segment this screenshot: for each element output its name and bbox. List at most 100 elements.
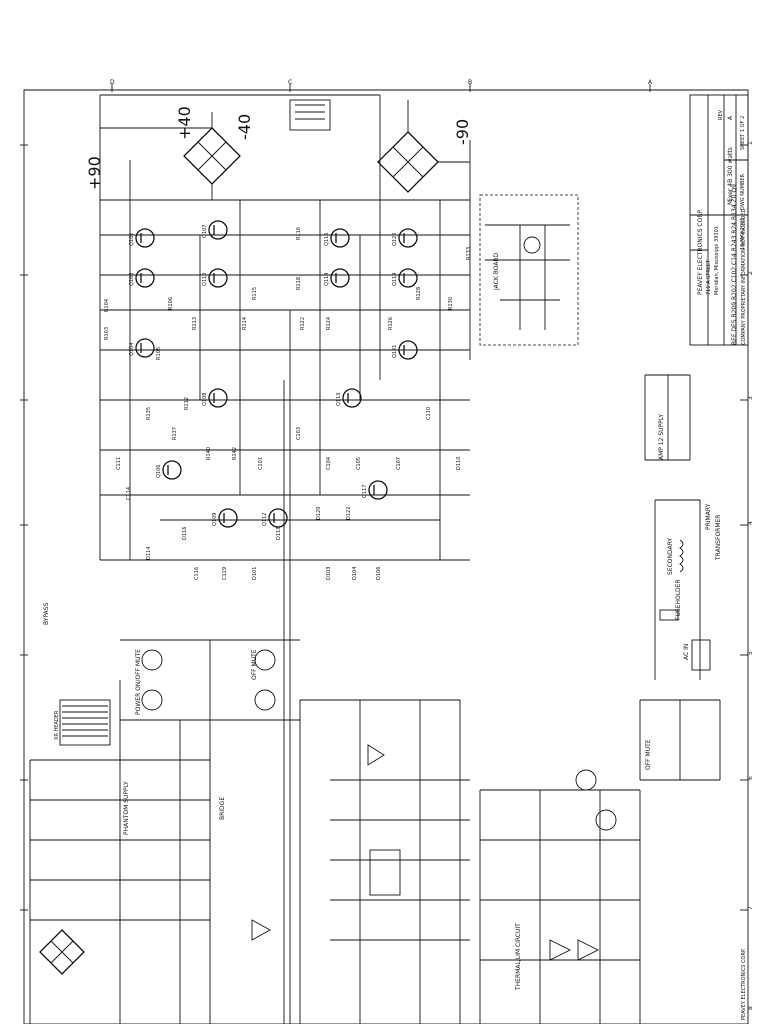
component-label-r118: R118 [296,277,302,290]
grid-label-right: 8 [747,1006,754,1010]
transistor-label: Q113 [336,393,342,406]
transistor-q117: Q117 [362,480,388,500]
component-label-c119: C119 [222,567,228,580]
component-label-c116: C116 [194,567,200,580]
component-label-r105: R105 [156,347,162,360]
grid-ticks-top [111,84,651,92]
transistor-q114: Q114 [324,268,350,288]
transistor-q104: Q104 [129,338,155,358]
grid-label-right: 5 [747,651,754,655]
supply-rails [99,94,471,561]
transistor-label: Q114 [324,273,330,286]
component-label-r142: R142 [232,447,238,460]
lower-center-circuit [251,699,470,1024]
component-label-d106: D106 [376,567,382,580]
component-label-d114: D114 [146,547,152,560]
rail-pos-40: +40 [175,106,194,140]
label-transformer: TRANSFORMER [715,515,722,561]
transistor-q119: Q119 [392,268,418,288]
connector-j1 [289,99,331,131]
component-label-c105: C105 [356,457,362,470]
grid-label-right: 1 [747,141,754,145]
component-label-r103: R103 [104,327,110,340]
transistor-label: Q121 [392,345,398,358]
label-off-mute-right: OFF MUTE [645,739,652,770]
component-label-r133: R133 [466,247,472,260]
drawing-title: Mixer 4B 300 watts [727,147,734,205]
component-label-r130: R130 [448,297,454,310]
label-xlr-header: XR HEADER [54,710,60,740]
bridge-rectifier-left [100,112,241,200]
xlr-header [59,699,111,746]
transistor-q120: Q120 [392,228,418,248]
component-label-d101: D101 [252,567,258,580]
sheet-number: SHEET 1 OF 2 [740,116,746,150]
component-label-r128: R128 [416,287,422,300]
company-name: PEAVEY ELECTRONICS CORP. [697,209,704,295]
transistor-q108: Q108 [202,388,228,408]
label-thermal: THERMAL/LIM CIRCUIT [515,923,522,991]
title-block [689,94,749,346]
lower-right-circuit [479,769,641,1024]
component-label-c104: C104 [326,457,332,470]
transistor-label: Q112 [262,513,268,526]
grid-label-right: 3 [747,396,754,400]
component-label-d110: D110 [456,457,462,470]
component-label-r124: R124 [326,317,332,330]
label-bridge: BRIDGE [219,797,226,820]
transistor-q113: Q113 [336,388,362,408]
component-label-c107: C107 [396,457,402,470]
transistor-label: Q105 [129,273,135,286]
label-off-mute: OFF MUTE [251,649,258,680]
component-label-r113: R113 [192,317,198,330]
transistor-q109: Q109 [212,508,238,528]
labels: +40 -40 +90 -90 PEAVEY ELECTRONICS CORP.… [43,106,747,1020]
component-label-c110: C110 [426,407,432,420]
transistor-label: Q108 [202,393,208,406]
label-secondary: SECONDARY [667,538,674,575]
label-jack-board: JACK BOARD [493,252,500,291]
footer-company: PEAVEY ELECTRONICS CORP. [741,948,747,1020]
transistor-label: Q102 [129,233,135,246]
transistor-label: Q110 [202,273,208,286]
transistor-label: Q117 [362,485,368,498]
rail-neg-90: -90 [453,119,472,145]
amp-supply-circuit [644,374,691,461]
grid-label-top: C [288,79,292,86]
drawing-date: 10-MAY-2001 [740,217,746,250]
component-label-c101: C101 [258,457,264,470]
rev-label: REV [718,109,724,120]
transistor-q116: Q116 [324,228,350,248]
transistor-q121: Q121 [392,340,418,360]
label-phantom-supply: PHANTOM SUPPLY [123,781,130,835]
grid-label-top: A [648,79,653,86]
off-mute-circuit [639,699,721,781]
mute-circuit [120,639,300,721]
company-address-2: Meridian, Mississippi 39301 [714,226,720,295]
jack-board [479,194,579,346]
rev-value: A [727,115,734,120]
transistor-label: Q106 [156,465,162,478]
component-label-r135: R135 [146,407,152,420]
grid-label-top: D [110,79,115,86]
component-label-d118: D118 [276,527,282,540]
transistor-label: Q109 [212,513,218,526]
label-amp-supply: AMP 12 SUPPLY [658,414,665,460]
transistor-label: Q104 [129,343,135,356]
component-label-r126: R126 [388,317,394,330]
grid-label-right: 7 [747,906,754,910]
transistor-label: Q120 [392,233,398,246]
label-fuseholder: FUSEHOLDER [675,579,682,620]
bridge-rectifier-bottom [39,929,85,975]
output-buses [100,200,470,1024]
grid-ticks-right [740,144,748,911]
transistor-q105: Q105 [129,268,155,288]
label-bypass: BYPASS [43,602,50,625]
transistor-q112: Q112 [262,508,288,528]
component-label-c103: C103 [296,427,302,440]
component-label-c111: C111 [116,457,122,470]
component-label-d120: D120 [316,507,322,520]
